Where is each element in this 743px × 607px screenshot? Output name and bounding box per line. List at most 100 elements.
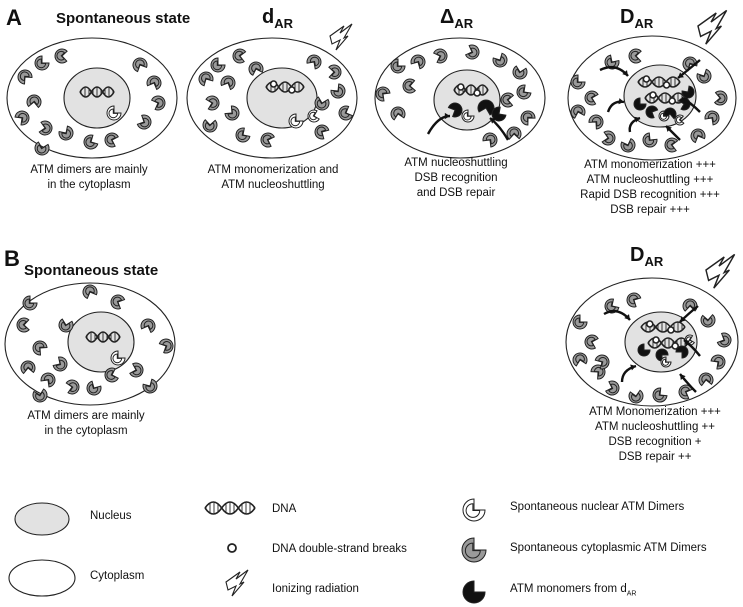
dna-helix-icon — [453, 83, 489, 97]
dsb-ring-icon — [668, 97, 677, 105]
atm-monomer-icon — [645, 105, 659, 119]
cyto-atm-dimer-icon — [704, 110, 720, 126]
caption-line: ATM dimers are mainly — [30, 164, 148, 176]
caption-line: ATM monomerization +++ — [584, 159, 716, 171]
cyto-atm-dimer-icon — [330, 83, 346, 99]
cyto-atm-dimer-icon — [390, 58, 406, 74]
cyto-atm-dimer-icon — [520, 110, 536, 126]
cyto-atm-dimer-icon — [594, 354, 610, 370]
cyto-atm-dimer-icon — [232, 48, 247, 64]
arrowhead-icon — [678, 72, 684, 78]
cyto-atm-dimer-icon — [260, 132, 275, 148]
cyto-atm-dimer-icon — [54, 48, 68, 64]
legend-nucleus-label: Nucleus — [90, 510, 132, 522]
cyto-atm-dimer-icon — [224, 105, 240, 121]
cyto-atm-dimer-icon — [150, 95, 166, 111]
legend-cytoplasm-swatch — [8, 559, 76, 597]
caption-line: ATM nucleoshuttling +++ — [586, 174, 714, 186]
lightning-icon — [329, 23, 353, 51]
dna-helix-icon — [640, 320, 686, 334]
nuclear-atm-dimer-icon — [110, 350, 126, 366]
cyto-atm-dimer-icon — [210, 57, 226, 73]
caption-line: ATM nucleoshuttling ++ — [595, 421, 715, 433]
caption-line: in the cytoplasm — [47, 179, 131, 191]
panel-a-caption-3: ATM nucleoshuttling DSB recognition and … — [376, 156, 536, 201]
cyto-atm-dimer-icon — [601, 130, 616, 146]
dsb-ring-icon — [288, 86, 296, 94]
cyto-atm-dimer-icon — [628, 48, 642, 64]
dsb-ring-icon — [662, 81, 671, 89]
cyto-atm-dimer-icon — [104, 132, 119, 148]
legend-nucleus-swatch — [14, 502, 70, 536]
lightning-icon — [225, 569, 249, 597]
cyto-atm-dimer-icon — [696, 68, 712, 84]
dna-helix-icon — [85, 331, 121, 343]
lightning-icon — [705, 253, 736, 289]
legend-monomers-label: ATM monomers from dAR — [510, 583, 637, 598]
arrowhead-icon — [682, 97, 688, 104]
cyto-atm-dimer-icon — [710, 354, 726, 370]
dsb-ring-icon — [642, 75, 651, 83]
arrowhead-icon — [680, 374, 686, 380]
cyto-atm-dimer-icon — [32, 388, 48, 403]
cyto-atm-dimer-icon — [104, 367, 119, 383]
panel-b-letter: B — [4, 246, 20, 271]
cyto-atm-dimer-icon — [572, 352, 588, 367]
panel-a-title: Spontaneous state — [56, 10, 191, 27]
legend-dsb-ring-icon — [227, 543, 237, 553]
caption-line: DSB recognition + — [608, 436, 702, 448]
arrowhead-icon — [624, 314, 630, 320]
arrowhead-icon — [618, 98, 624, 105]
caption-line: ATM nucleoshuttling — [221, 179, 325, 191]
cyto-atm-dimer-icon — [26, 94, 42, 109]
arrowhead-icon — [622, 70, 628, 76]
nuclear-atm-dimer-icon — [288, 113, 304, 129]
cyto-atm-dimer-icon — [620, 137, 636, 153]
panel-a-caption-4: ATM monomerization +++ ATM nucleoshuttli… — [565, 158, 735, 218]
cyto-atm-dimer-icon — [664, 137, 679, 153]
caption-line: Rapid DSB recognition +++ — [580, 189, 720, 201]
panel-a-condition-delta: ΔAR — [440, 6, 474, 31]
cyto-atm-dimer-icon — [82, 284, 98, 300]
cyto-atm-dimer-icon — [512, 65, 528, 80]
nuclear-atm-dimer-icon — [660, 356, 672, 368]
dna-helix-icon — [637, 75, 681, 89]
caption-line: and DSB repair — [416, 187, 496, 199]
cyto-atm-dimer-icon — [461, 537, 487, 563]
cyto-atm-dimer-icon — [129, 362, 144, 378]
cyto-atm-dimer-icon — [40, 372, 56, 388]
nucleus-icon — [63, 67, 131, 129]
cyto-atm-dimer-icon — [375, 86, 391, 102]
caption-line: ATM nucleoshuttling — [404, 157, 508, 169]
atm-monomer-icon — [491, 106, 507, 122]
cyto-atm-dimer-icon — [492, 52, 508, 68]
caption-line: DSB recognition — [414, 172, 498, 184]
cyto-atm-dimer-icon — [58, 125, 74, 141]
cyto-atm-dimer-icon — [52, 356, 68, 372]
cyto-atm-dimer-icon — [682, 298, 698, 312]
lightning-icon — [697, 9, 728, 45]
panel-a-caption-2: ATM monomerization and ATM nucleoshuttli… — [188, 163, 358, 193]
dna-helix-icon — [265, 80, 305, 94]
panel-a-condition-big-d: DAR — [620, 6, 654, 31]
cyto-atm-dimer-icon — [713, 90, 728, 106]
caption-line: in the cytoplasm — [44, 425, 128, 437]
cyto-atm-dimer-icon — [700, 314, 716, 328]
cyto-atm-dimer-icon — [628, 389, 644, 404]
nuclear-atm-dimer-icon — [462, 498, 486, 522]
cyto-atm-dimer-icon — [235, 127, 251, 143]
cyto-atm-dimer-icon — [205, 95, 220, 111]
cyto-atm-dimer-icon — [464, 44, 480, 60]
arrowhead-icon — [444, 112, 450, 120]
cyto-atm-dimer-icon — [20, 360, 36, 375]
atm-monomer-icon — [447, 102, 463, 118]
nucleus-icon — [246, 67, 318, 129]
cyto-atm-dimer-icon — [158, 338, 174, 354]
caption-line: DSB repair +++ — [610, 204, 690, 216]
dna-helix-icon — [204, 501, 256, 515]
cyto-atm-dimer-icon — [220, 75, 236, 91]
cyto-atm-dimer-icon — [584, 90, 599, 106]
cyto-atm-dimer-icon — [642, 132, 658, 148]
caption-line: DSB repair ++ — [618, 451, 692, 463]
